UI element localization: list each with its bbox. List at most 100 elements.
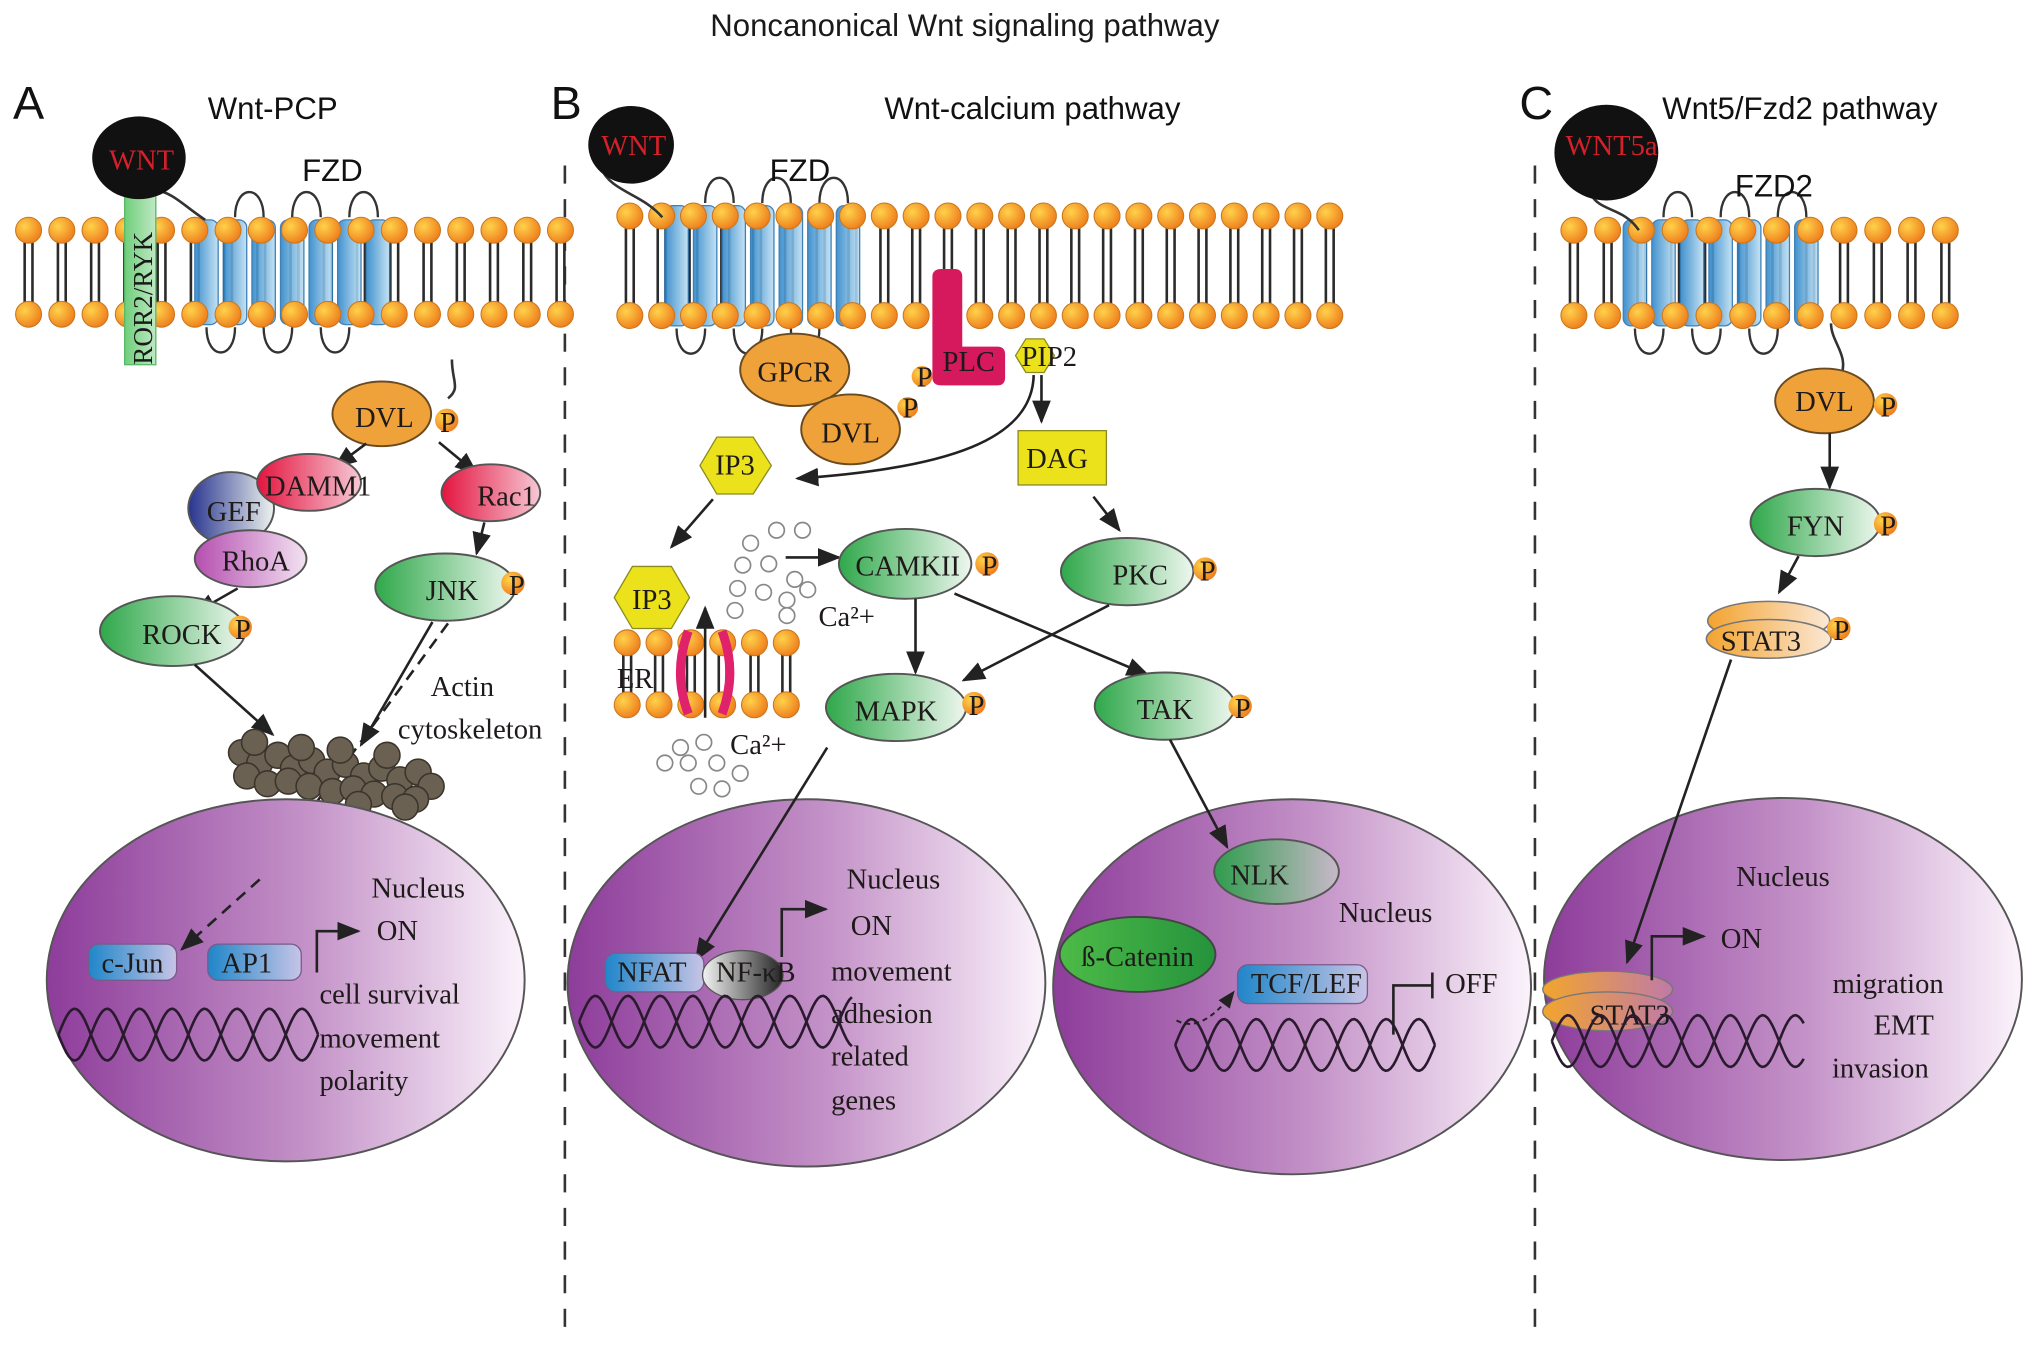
- panel-letter-a: A: [13, 77, 45, 129]
- panel-b-title: Wnt-calcium pathway: [884, 91, 1181, 126]
- state-off-b: OFF: [1445, 969, 1497, 1000]
- calcium-ion: [778, 591, 796, 609]
- nlk-b: [1213, 838, 1340, 905]
- phospho-pkc-b: P: [1193, 557, 1217, 588]
- calcium-ion: [734, 556, 752, 574]
- calcium-ion: [690, 777, 708, 795]
- nucleus-b-right-label: Nucleus: [1339, 898, 1433, 929]
- dna-c: [1550, 1013, 1805, 1069]
- outcome-c-2: EMT: [1874, 1011, 1934, 1042]
- calcium-ion: [728, 579, 747, 598]
- state-on-c: ON: [1721, 924, 1762, 955]
- dag-label: DAG: [1026, 444, 1088, 475]
- dvl-c-label: DVL: [1795, 387, 1854, 418]
- svg-text:P: P: [1880, 511, 1896, 542]
- nucleus-c: [1543, 796, 2023, 1162]
- phospho-camkii-b: P: [975, 552, 999, 583]
- svg-text:P: P: [969, 691, 985, 722]
- calcium-ions: [656, 521, 817, 798]
- dna-a: [57, 1007, 320, 1062]
- calcium-label-bottom: Ca²+: [730, 730, 786, 761]
- calcium-ion: [760, 555, 778, 573]
- svg-text:P: P: [1235, 694, 1251, 725]
- outcome-a-1: cell survival: [319, 980, 459, 1011]
- outcome-a-3: polarity: [319, 1066, 409, 1097]
- outcome-b-1: movement: [831, 956, 952, 987]
- panel-a: A Wnt-PCP FZD ROR2/RYK WNT DVL P DAMM1 G…: [13, 77, 542, 1163]
- phospho-tak-b: P: [1228, 694, 1252, 725]
- er-membrane: [613, 629, 800, 719]
- plc-label: PLC: [943, 347, 995, 378]
- svg-text:P: P: [902, 394, 918, 425]
- camkii-label: CAMKII: [855, 552, 960, 583]
- outcome-a-2: movement: [319, 1024, 440, 1055]
- panel-b: B Wnt-calcium pathway FZD WNT PLC PIP2 G…: [551, 77, 1533, 1176]
- svg-text:P: P: [917, 363, 933, 394]
- tak-label: TAK: [1137, 695, 1194, 726]
- nucleus-b-left-label: Nucleus: [847, 865, 941, 896]
- rhoa-a: [193, 529, 308, 589]
- nucleus-a-label: Nucleus: [371, 874, 465, 905]
- svg-text:P: P: [982, 552, 998, 583]
- rock-label: ROCK: [142, 620, 222, 651]
- cjun-factor: [87, 943, 178, 981]
- actin-filament: [227, 728, 445, 821]
- membrane-c-fzd-receptor: [1622, 190, 1819, 355]
- damm1-a: [256, 452, 362, 512]
- outcome-c-1: migration: [1833, 969, 1944, 1000]
- wnt-label-b: WNT: [601, 131, 666, 162]
- phospho-mapk-b: P: [962, 691, 986, 722]
- ip3-er-label: IP3: [632, 585, 672, 616]
- phospho-dvl-a: P: [435, 408, 459, 439]
- fyn-label: FYN: [1787, 511, 1844, 542]
- ap1-label: AP1: [221, 949, 272, 980]
- phospho-jnk-a: P: [501, 571, 525, 602]
- calcium-ion: [767, 521, 786, 539]
- dna-b-right: [1174, 1017, 1437, 1073]
- outcome-c-3: invasion: [1832, 1053, 1929, 1084]
- pkc-label: PKC: [1112, 561, 1168, 592]
- membrane-b-fzd-receptor: [664, 176, 861, 355]
- stat3-c-lower: [1705, 618, 1832, 660]
- dvl-a-label: DVL: [355, 403, 414, 434]
- panel-a-title: Wnt-PCP: [208, 91, 338, 126]
- actin-label: Actin: [431, 672, 494, 703]
- fzd-label-b: FZD: [770, 153, 831, 188]
- dvl-a: [331, 380, 433, 448]
- nucleus-b-left: [566, 798, 1047, 1168]
- ap1-factor: [207, 943, 302, 981]
- calcium-ion: [713, 780, 731, 798]
- membrane-a-fzd-receptor: [194, 190, 391, 354]
- wnt-ligand-a: [92, 116, 186, 200]
- wnt-label-a: WNT: [109, 145, 174, 176]
- actin-bead: [287, 733, 316, 762]
- svg-text:P: P: [1833, 616, 1849, 647]
- phospho-gpcr-b: P: [911, 363, 933, 394]
- panel-c-title: Wnt5/Fzd2 pathway: [1662, 91, 1938, 126]
- tcf-lef-factor: [1236, 964, 1369, 1005]
- actin-bead: [240, 728, 269, 757]
- calcium-ion: [754, 583, 773, 601]
- nfkb-label: NF-κB: [716, 958, 795, 989]
- svg-text:P: P: [1880, 392, 1896, 423]
- calcium-ion: [695, 733, 713, 751]
- panel-letter-c: C: [1519, 77, 1553, 129]
- calcium-ion: [793, 521, 812, 539]
- phospho-dvl-c: P: [1873, 392, 1898, 423]
- ip3-er: [613, 565, 691, 630]
- mapk-label: MAPK: [855, 696, 938, 727]
- rhoa-label: RhoA: [222, 546, 291, 577]
- actin-bead: [391, 793, 419, 821]
- pip2-molecule: [1014, 338, 1056, 374]
- panel-c: C Wnt5/Fzd2 pathway FZD2 WNT5a DVL P FYN…: [1519, 77, 2023, 1162]
- calcium-ion: [741, 534, 760, 552]
- calcium-ion: [656, 754, 674, 772]
- calcium-ion: [731, 764, 749, 782]
- nfkb-factor: [701, 949, 784, 1001]
- membranes: [15, 176, 1959, 719]
- state-on-a: ON: [377, 916, 418, 947]
- gpcr-b: [739, 332, 851, 408]
- membrane-b: [616, 176, 1344, 355]
- gef-label: GEF: [207, 497, 261, 528]
